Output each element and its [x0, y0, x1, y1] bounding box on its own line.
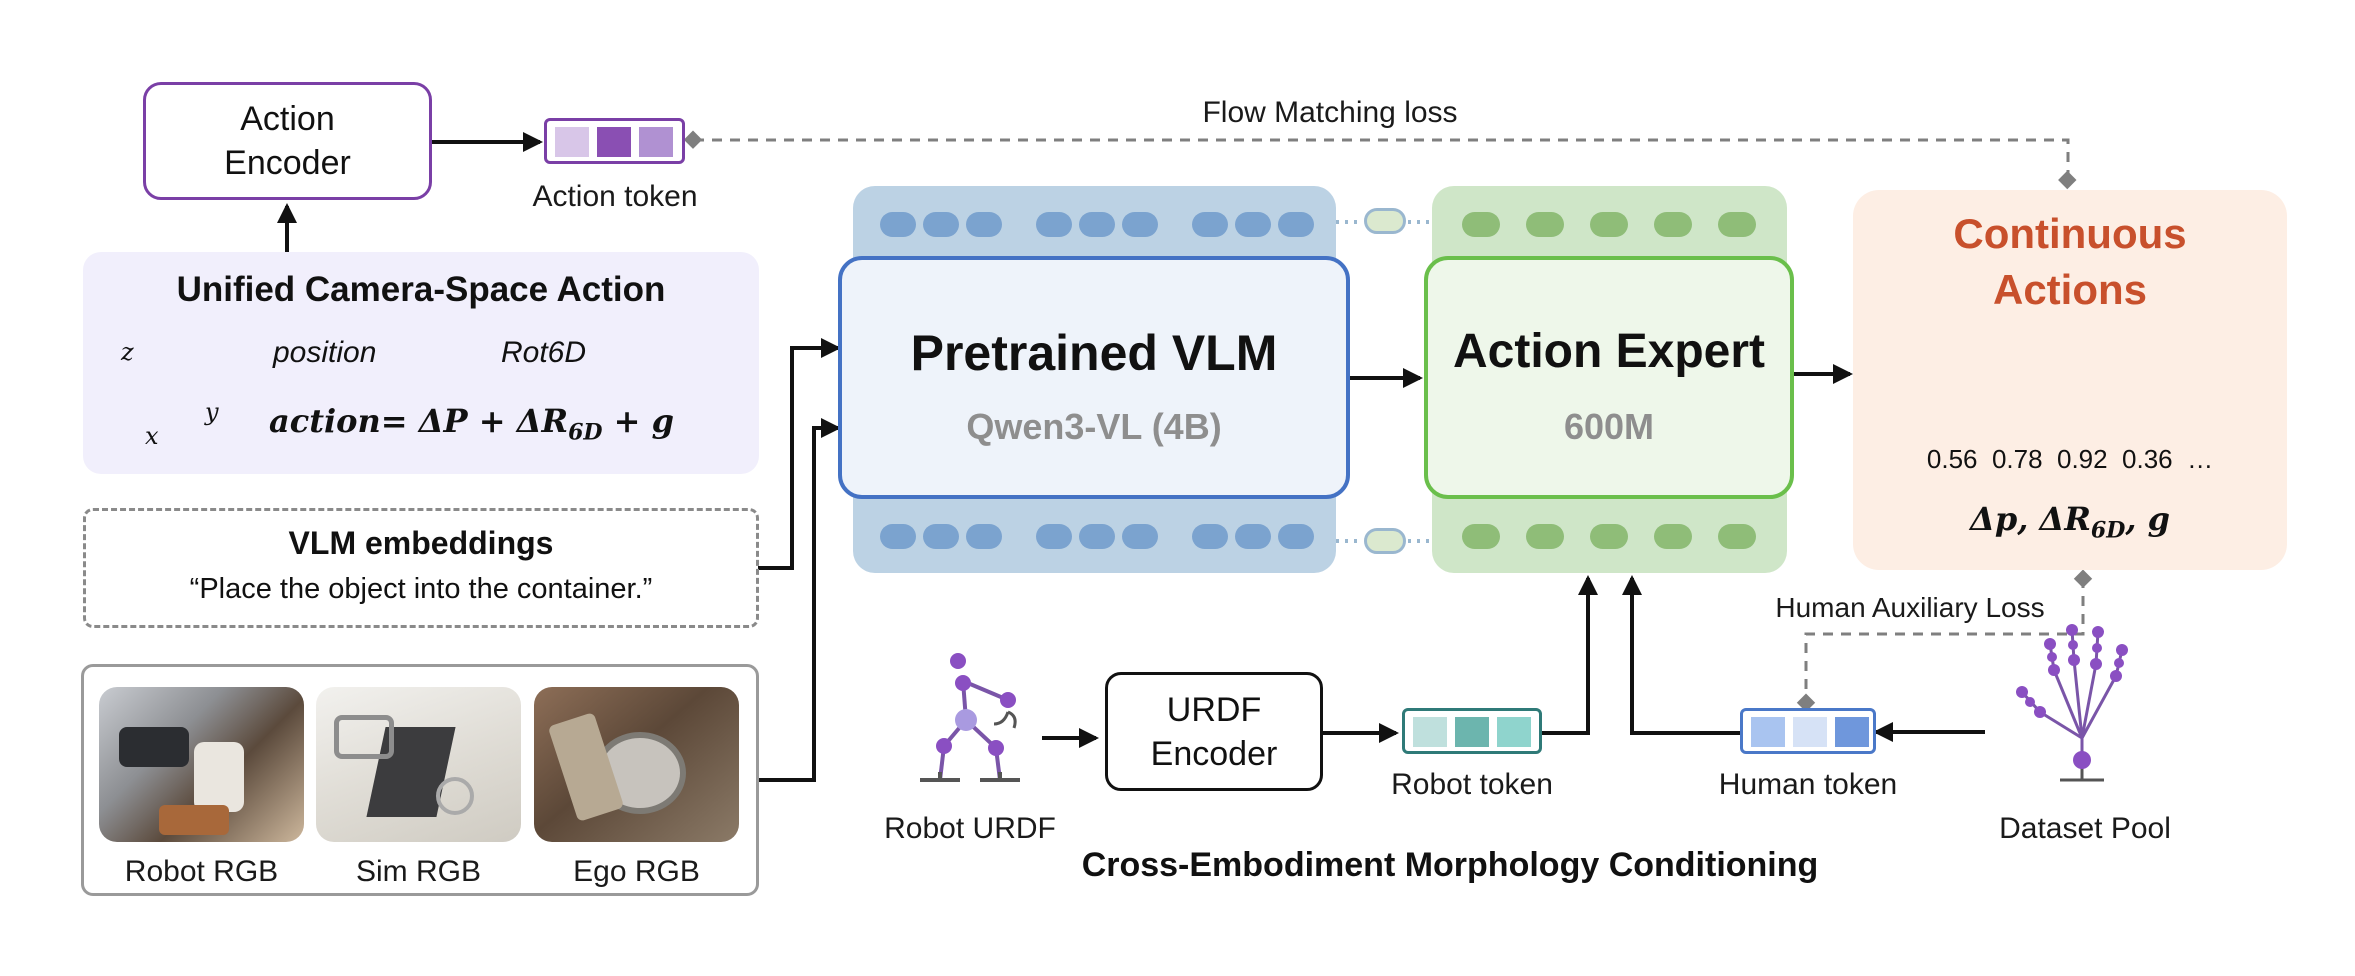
- arrow-human-token-to-expert: [1622, 575, 1740, 735]
- connector-token-top: [1364, 208, 1406, 234]
- equation-rhs-1: = ΔP + ΔR: [380, 402, 569, 440]
- pretrained-vlm-box: Pretrained VLM Qwen3-VL (4B): [838, 256, 1350, 499]
- rot6d-label: Rot6D: [501, 336, 587, 369]
- action-encoder-box: Action Encoder: [143, 82, 432, 200]
- output-sub: 6D: [2090, 517, 2126, 544]
- hand-joints: [2016, 624, 2128, 769]
- continuous-actions-panel: Continuous Actions 0.56 0.78 0.92 0.36 ……: [1853, 190, 2287, 570]
- urdf-encoder-label-2: Encoder: [1150, 734, 1278, 773]
- axis-x-label: x: [145, 422, 159, 450]
- position-label: position: [273, 336, 377, 369]
- human-aux-loss-label: Human Auxiliary Loss: [1775, 592, 2045, 623]
- human-aux-dashed-line: [1804, 578, 2085, 702]
- expert-subtitle: 600M: [1563, 406, 1655, 447]
- expert-title: Action Expert: [1452, 325, 1766, 378]
- axis-z-label: z: [121, 338, 134, 366]
- human-token-label: Human token: [1718, 768, 1898, 801]
- ego-rgb-image: [534, 687, 739, 842]
- robot-rgb-image: [99, 687, 304, 842]
- sim-rgb-label: Sim RGB: [355, 855, 481, 888]
- continuous-output: Δp, ΔR6D, g: [1853, 500, 2287, 543]
- output-1: Δp, ΔR: [1970, 500, 2091, 538]
- continuous-title-2: Actions: [1992, 266, 2147, 313]
- hand-skeleton-icon: [2020, 629, 2124, 782]
- cross-embodiment-title: Cross-Embodiment Morphology Conditioning: [1081, 846, 1819, 884]
- arrow-images-to-vlm: [758, 418, 841, 782]
- axis-y-label: y: [205, 398, 219, 426]
- robot-token-label: Robot token: [1391, 768, 1553, 801]
- action-token-label: Action token: [532, 180, 698, 213]
- dataset-pool-label: Dataset Pool: [1999, 812, 2171, 845]
- ego-rgb-label: Ego RGB: [573, 855, 700, 888]
- robot-token: [1402, 708, 1542, 754]
- output-2: , g: [2125, 500, 2170, 538]
- equation-sub: 6D: [568, 419, 603, 446]
- vlm-embeddings-box: VLM embeddings “Place the object into th…: [83, 508, 759, 628]
- action-encoder-label-1: Action: [240, 100, 335, 138]
- vlm-subtitle: Qwen3-VL (4B): [966, 406, 1222, 447]
- human-token: [1740, 708, 1876, 754]
- flow-loss-label: Flow Matching loss: [1202, 96, 1458, 129]
- vlm-embeddings-prompt: “Place the object into the container.”: [189, 573, 653, 605]
- robot-rgb-label: Robot RGB: [124, 855, 279, 888]
- equation-rhs-2: + g: [602, 402, 674, 440]
- action-expert-box: Action Expert 600M: [1424, 256, 1794, 499]
- continuous-title-1: Continuous: [1953, 210, 2187, 257]
- action-encoder-label-2: Encoder: [224, 144, 351, 182]
- robot-urdf-label: Robot URDF: [884, 812, 1056, 845]
- sim-rgb-image: [316, 687, 521, 842]
- urdf-encoder-label-1: URDF: [1166, 690, 1262, 729]
- continuous-values: 0.56 0.78 0.92 0.36 …: [1926, 444, 2214, 474]
- flow-loss-dashed-line: [694, 138, 2070, 180]
- robot-urdf-icon: [920, 653, 1020, 782]
- urdf-encoder-box: URDF Encoder: [1105, 672, 1323, 791]
- action-equation: action= ΔP + ΔR6D + g: [269, 402, 674, 445]
- vlm-title: Pretrained VLM: [910, 325, 1278, 381]
- action-token: [544, 118, 685, 164]
- vlm-embeddings-title: VLM embeddings: [288, 525, 554, 561]
- equation-lhs: action: [269, 402, 381, 440]
- unified-action-panel: Unified Camera-Space Action z y x positi…: [83, 252, 759, 474]
- input-images-panel: Robot RGB Sim RGB Ego RGB: [81, 664, 759, 896]
- arrow-embeddings-to-vlm: [758, 338, 841, 570]
- arrow-robot-token-to-expert: [1542, 575, 1598, 735]
- unified-action-title: Unified Camera-Space Action: [176, 270, 666, 309]
- connector-token-bottom: [1364, 528, 1406, 554]
